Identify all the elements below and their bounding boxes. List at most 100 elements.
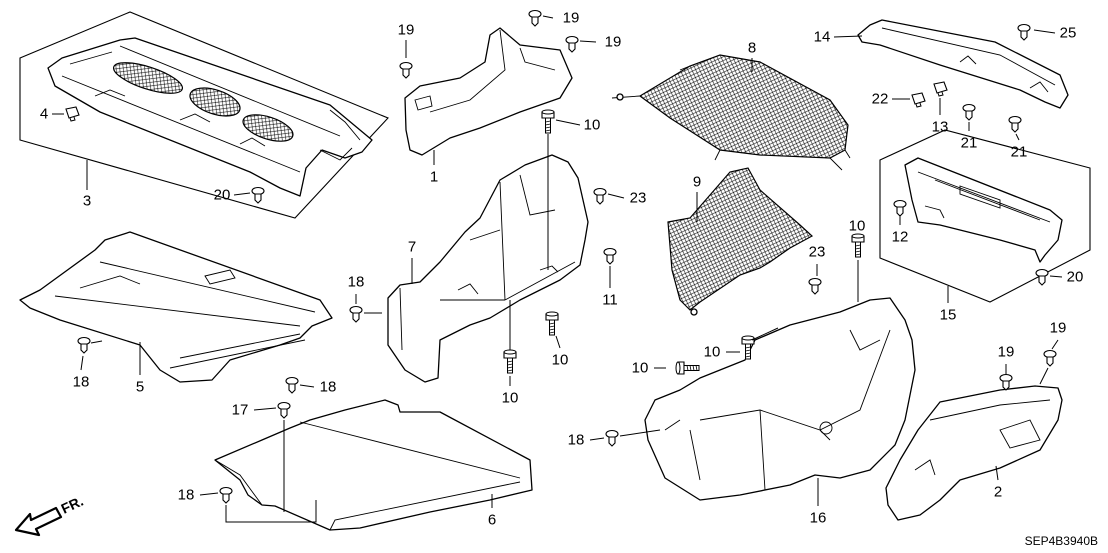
bolt-10-b: [851, 233, 865, 258]
clip-19-a: [399, 61, 413, 79]
callout-23: 23: [809, 244, 826, 261]
clip-18-b: [77, 336, 91, 354]
group-frame-3: [19, 11, 389, 219]
callout-18: 18: [73, 374, 90, 391]
clip-21-b: [1008, 115, 1022, 133]
front-direction-label: FR.: [59, 493, 86, 517]
callout-18: 18: [568, 432, 585, 449]
callout-13: 13: [932, 119, 949, 136]
callout-22: 22: [872, 91, 889, 108]
clip-13: [933, 81, 948, 97]
trunk-side-lining-right-hole: [819, 421, 833, 435]
clip-4: [65, 106, 80, 122]
group-frame-15: [879, 129, 1091, 303]
callout-18: 18: [320, 379, 337, 396]
leader-lines: [52, 15, 1063, 523]
bolt-10-a: [541, 109, 555, 134]
rear-tray-lower-panel-detail: [54, 261, 316, 369]
cargo-net-side-part: [667, 167, 814, 311]
callout-10: 10: [849, 218, 866, 235]
callout-10: 10: [584, 117, 601, 134]
callout-17: 17: [232, 402, 249, 419]
clip-19-c: [565, 35, 579, 53]
rear-tray-lower-panel-part: [19, 231, 333, 383]
wheel-arch-lining-part: [885, 385, 1063, 521]
callout-19: 19: [563, 10, 580, 27]
clip-11: [603, 247, 617, 265]
cargo-net-side-hook: [690, 308, 698, 316]
callout-20: 20: [214, 187, 231, 204]
callout-2: 2: [994, 484, 1002, 501]
callout-19: 19: [605, 34, 622, 51]
front-direction-arrow-icon: [14, 506, 63, 537]
cargo-net-hook: [616, 93, 624, 101]
callout-15: 15: [940, 307, 957, 324]
trunk-lid-lining-part: [857, 19, 1069, 109]
callout-19: 19: [1050, 320, 1067, 337]
callout-1: 1: [430, 169, 438, 186]
bolt-10-f: [503, 349, 517, 374]
callout-10: 10: [632, 360, 649, 377]
clip-18-e: [219, 486, 233, 504]
callout-18: 18: [178, 487, 195, 504]
bolt-10-e: [675, 361, 700, 375]
callout-3: 3: [83, 193, 91, 210]
trunk-lid-lining-detail: [881, 27, 1056, 93]
callout-10: 10: [502, 390, 519, 407]
trunk-side-lining-detail: [414, 29, 556, 113]
callout-9: 9: [693, 174, 701, 191]
clip-18-d: [605, 429, 619, 447]
rear-tray-detail: [61, 45, 361, 173]
clip-20-a: [251, 186, 265, 204]
callout-10: 10: [552, 352, 569, 369]
wheel-arch-lining-detail: [914, 399, 1051, 476]
clip-19-e: [1043, 349, 1057, 367]
callout-14: 14: [814, 29, 831, 46]
trunk-side-box-detail: [399, 174, 576, 351]
trunk-floor-mat-part: [214, 399, 533, 531]
callout-10: 10: [704, 344, 721, 361]
clip-23-a: [593, 187, 607, 205]
callout-25: 25: [1060, 25, 1077, 42]
callout-16: 16: [810, 510, 827, 527]
callout-21: 21: [961, 135, 978, 152]
clip-12: [893, 199, 907, 217]
rear-tray-speaker-mesh-left: [112, 62, 184, 94]
clip-17: [277, 401, 291, 419]
callout-12: 12: [892, 229, 909, 246]
clip-21-a: [962, 103, 976, 121]
callout-23: 23: [630, 190, 647, 207]
diagram-code: SEP4B3940B: [1025, 534, 1098, 548]
rear-panel-lining-detail: [917, 171, 1051, 223]
callout-18: 18: [348, 274, 365, 291]
callout-20: 20: [1067, 269, 1084, 286]
trunk-side-lining-right-part: [644, 297, 916, 501]
screw-22: [911, 92, 926, 108]
callout-5: 5: [136, 379, 144, 396]
trunk-floor-mat-detail: [214, 421, 521, 531]
callout-19: 19: [998, 344, 1015, 361]
callout-19: 19: [398, 22, 415, 39]
callout-21: 21: [1011, 144, 1028, 161]
clip-19-b: [528, 9, 542, 27]
clip-19-d: [999, 373, 1013, 391]
trunk-side-box-part: [387, 154, 589, 383]
clip-25: [1017, 23, 1031, 41]
callout-7: 7: [408, 239, 416, 256]
rear-tray-part: [47, 37, 373, 197]
bolt-10-c: [545, 311, 559, 336]
cargo-net-floor-part: [638, 54, 849, 159]
cargo-net-straps: [611, 65, 851, 171]
trunk-side-lining-part: [404, 27, 573, 156]
rear-tray-speaker-mesh-center: [189, 87, 241, 117]
callout-6: 6: [488, 512, 496, 529]
callout-8: 8: [748, 40, 756, 57]
clip-18-c: [285, 376, 299, 394]
rear-tray-speaker-mesh-right: [242, 114, 294, 142]
rear-panel-lining-part: [904, 157, 1063, 263]
callout-11: 11: [602, 292, 618, 309]
callout-4: 4: [40, 106, 48, 123]
clip-23-b: [808, 277, 822, 295]
clip-18-a: [349, 305, 363, 323]
